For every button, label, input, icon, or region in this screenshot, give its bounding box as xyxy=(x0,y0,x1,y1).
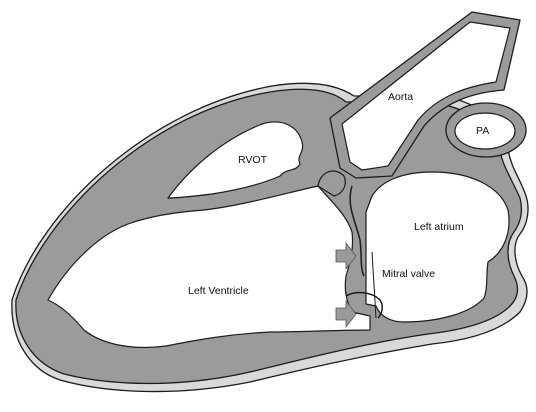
label-pa: PA xyxy=(476,125,489,137)
label-mitral-valve: Mitral valve xyxy=(382,268,435,280)
label-aorta: Aorta xyxy=(388,91,413,103)
label-left-atrium: Left atrium xyxy=(414,221,464,233)
label-rvot: RVOT xyxy=(238,154,268,166)
label-left-ventricle: Left Ventricle xyxy=(188,285,249,297)
